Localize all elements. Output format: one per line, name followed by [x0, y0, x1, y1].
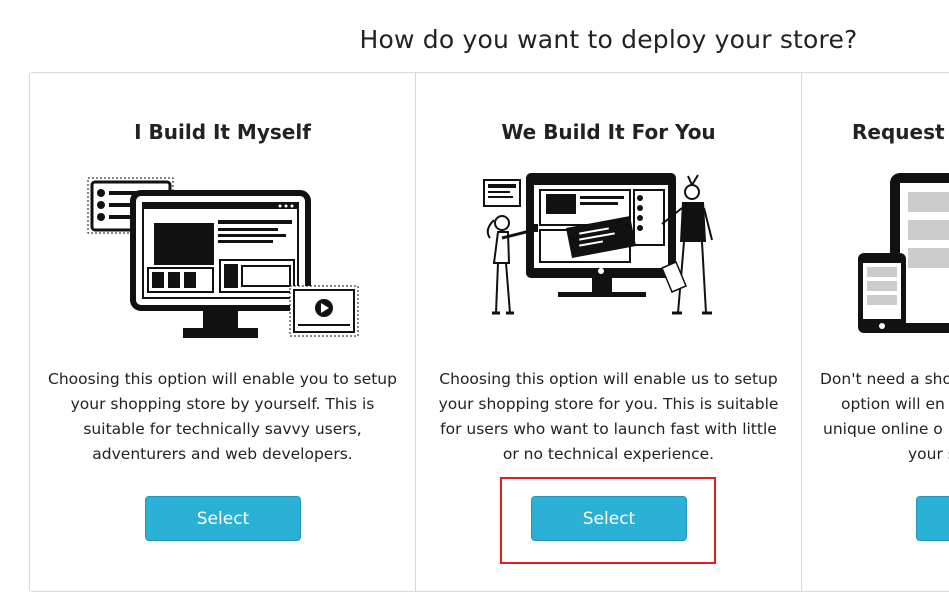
- select-button-build-myself[interactable]: Select: [145, 496, 301, 541]
- option-card-build-for-you: We Build It For You: [416, 73, 802, 591]
- monitor-layout-icon: [87, 177, 359, 338]
- card-description: Choosing this option will enable you to …: [48, 370, 397, 463]
- deployment-options: I Build It Myself: [29, 72, 949, 592]
- option-card-request: Request Don't need a sho option will en …: [802, 73, 949, 591]
- responsive-devices-icon: [858, 173, 949, 333]
- card-title: I Build It Myself: [134, 120, 311, 144]
- card-title: We Build It For You: [501, 120, 716, 144]
- select-button-request[interactable]: [916, 496, 949, 541]
- team-building-website-icon: [483, 173, 713, 315]
- card-description: Don't need a sho option will en unique o…: [820, 370, 949, 463]
- select-button-build-for-you[interactable]: Select: [531, 496, 687, 541]
- card-title: Request: [852, 120, 945, 144]
- page-title: How do you want to deploy your store?: [359, 24, 858, 54]
- option-card-build-myself: I Build It Myself: [30, 73, 416, 591]
- card-description: Choosing this option will enable us to s…: [438, 370, 779, 463]
